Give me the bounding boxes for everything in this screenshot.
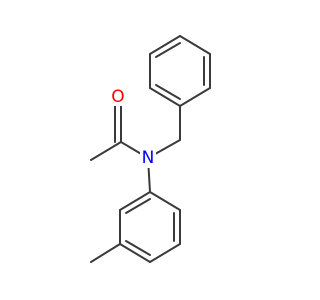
bond-benzene-top-6-double [155,84,181,100]
oxygen-atom-label: O [111,87,124,107]
molecule-structure-diagram: O N [90,35,211,263]
bond-benzene-top-4 [149,35,181,55]
bond-benzene-top-4-double [155,42,181,58]
bond-benzene-top-3 [179,35,211,55]
bond-aryl-methyl [90,243,121,263]
nitrogen-label-background [140,148,156,168]
bond-methyl-carbonyl [90,141,122,161]
bond-benzene-bottom-3 [149,243,181,263]
bond-benzene-top-6 [149,87,181,107]
bond-benzene-bottom-4 [119,243,151,263]
oxygen-label-background [110,88,126,106]
bond-benzene-top-1 [179,87,211,107]
bond-benzene-bottom-4-double [125,240,151,256]
bond-benzene-bottom-6-double [125,198,151,214]
bond-benzene-bottom-1 [149,191,181,211]
nitrogen-atom-label: N [142,148,155,168]
bond-benzene-bottom-6 [119,191,151,211]
